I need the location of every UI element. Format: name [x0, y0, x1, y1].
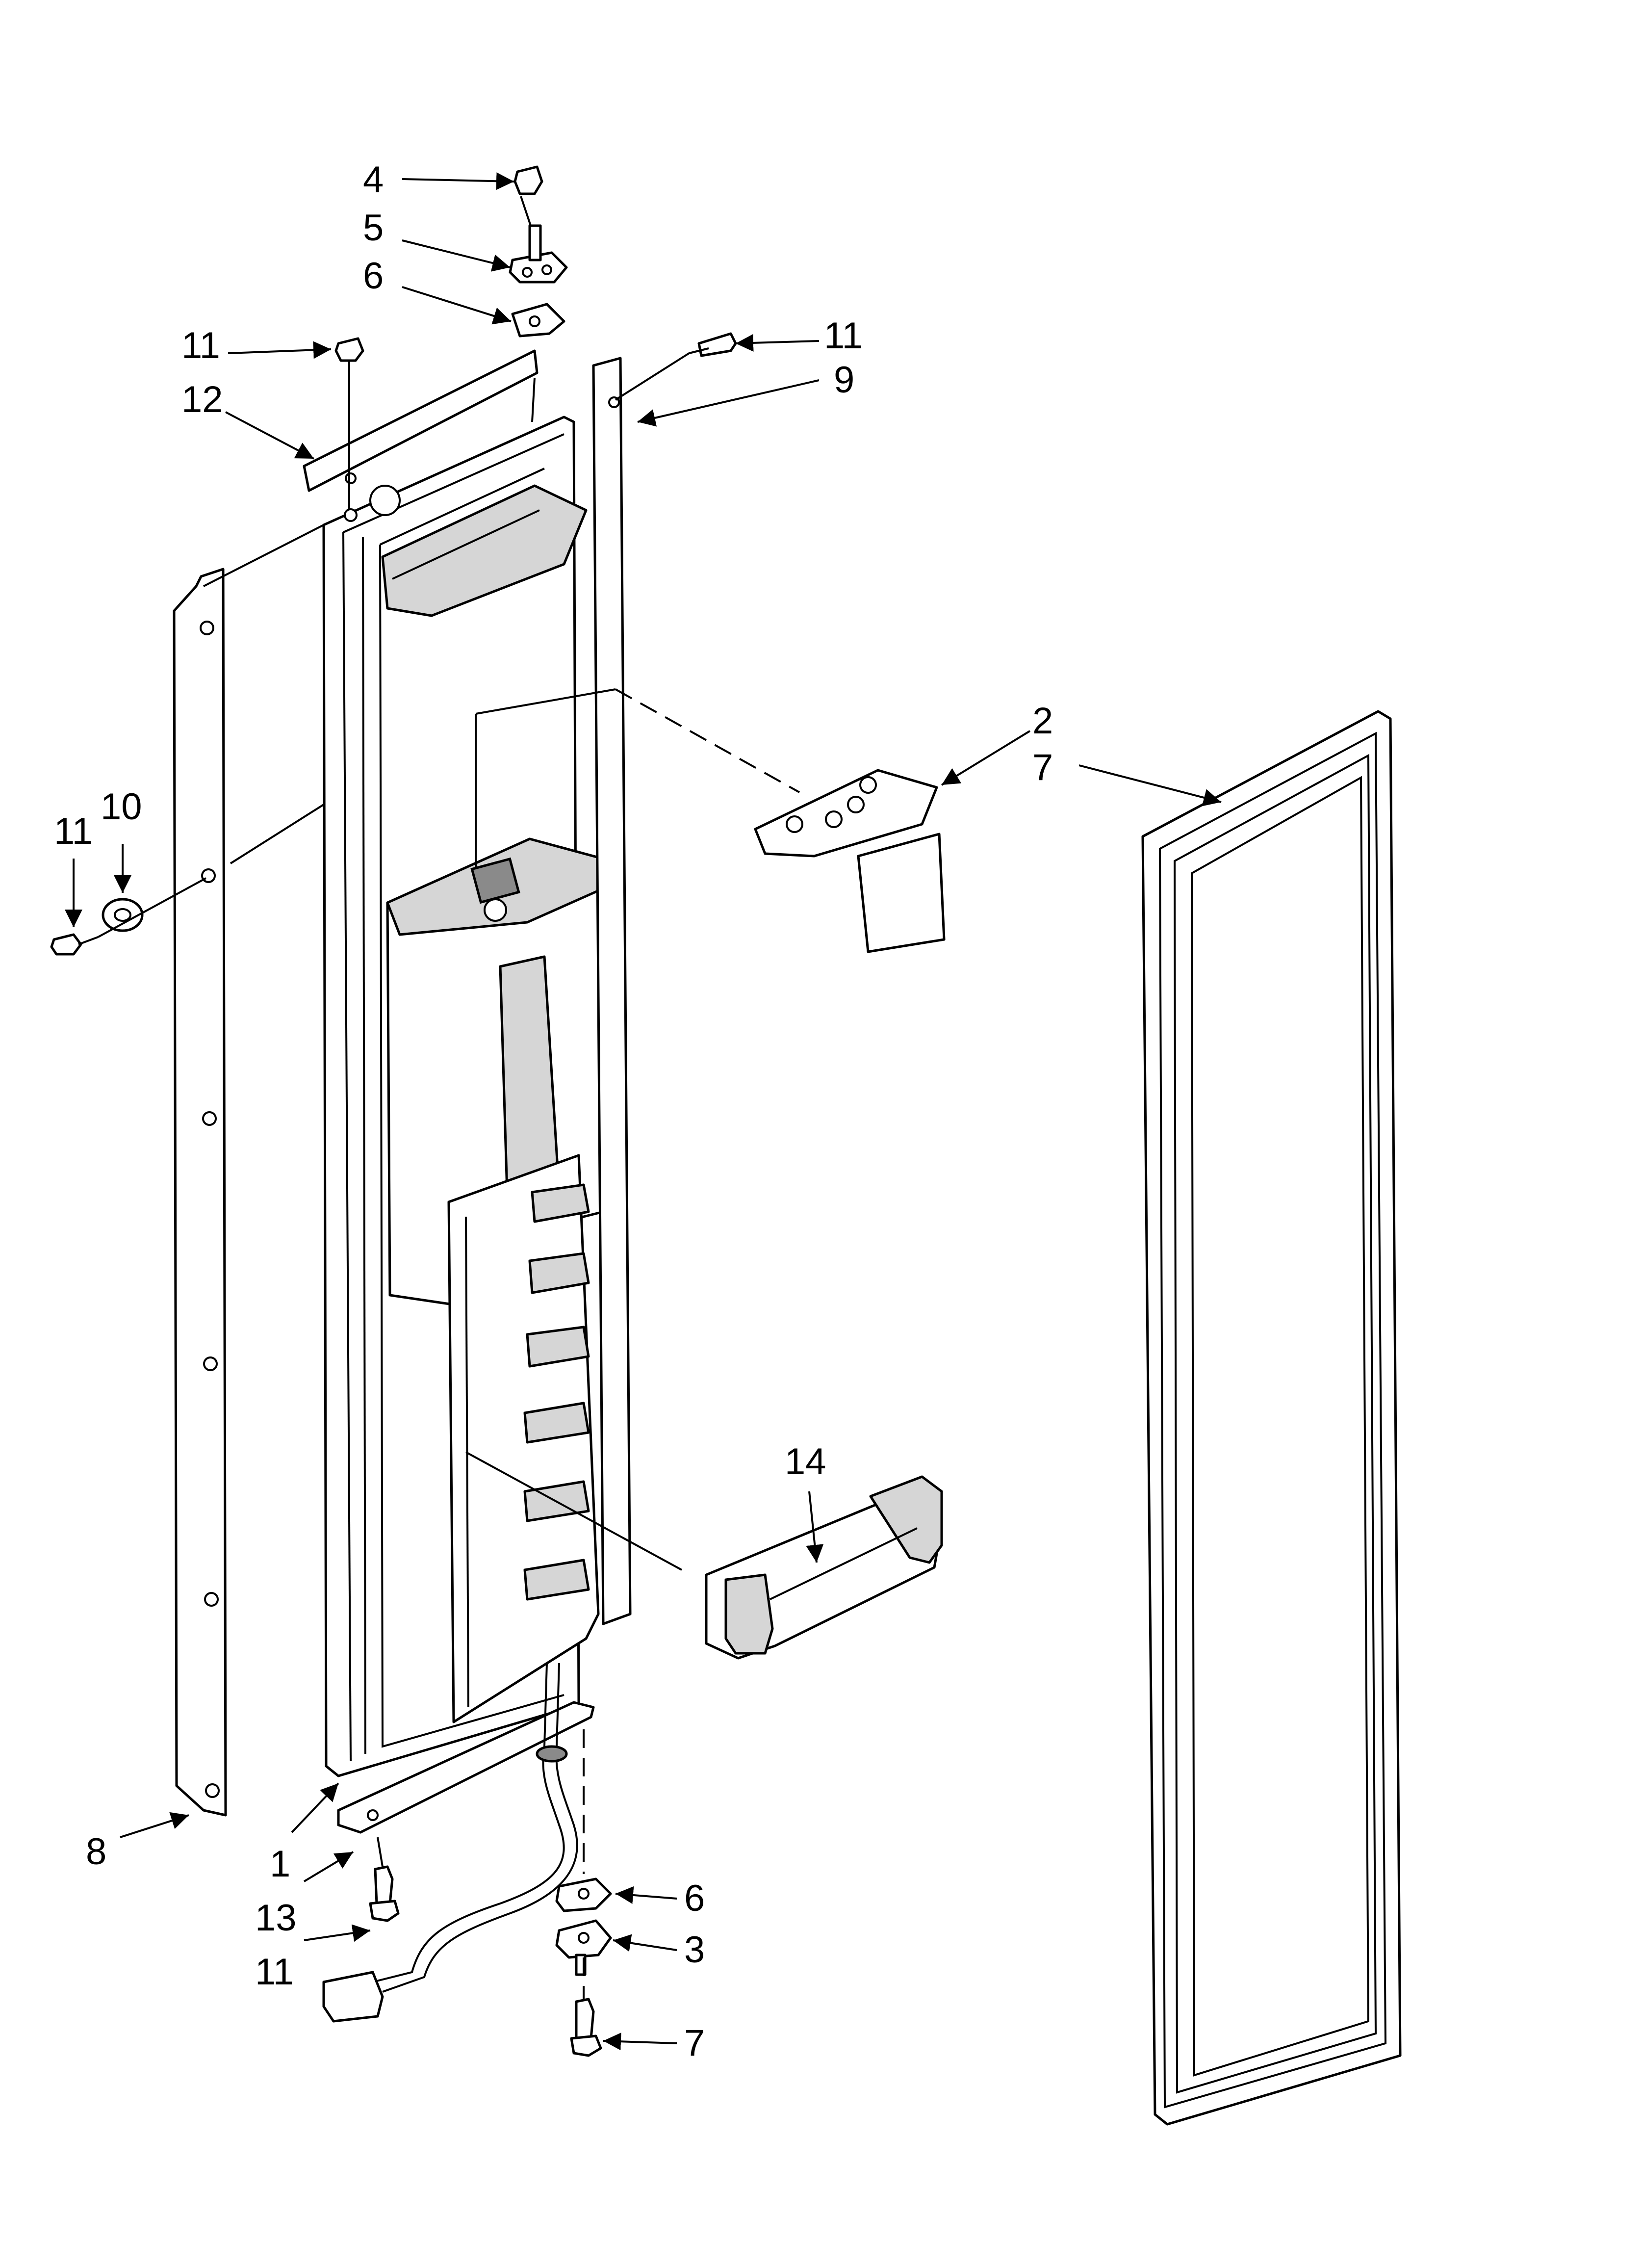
door-gasket-part-7 [1141, 710, 1402, 2126]
bottom-bracket-screw-part-11 [369, 1865, 400, 1922]
callout-11-bottom: 11 [255, 1951, 294, 1993]
top-bracket-screw-part-11 [334, 337, 364, 392]
door-bin-part-14 [705, 1475, 943, 1660]
bottom-hinge-part-3 [555, 1919, 612, 1976]
callout-5: 5 [363, 207, 384, 249]
callout-12: 12 [181, 379, 223, 420]
bottom-hinge-screw-part-7 [570, 1998, 602, 2057]
callout-13: 13 [255, 1897, 297, 1939]
callout-3: 3 [684, 1929, 705, 1971]
bottom-hinge-shim-part-6 [555, 1877, 612, 1912]
callout-4: 4 [363, 159, 384, 201]
top-hinge-shim-part-6 [511, 303, 565, 338]
top-hinge-screw-part-4 [513, 165, 543, 226]
callout-1: 1 [270, 1843, 290, 1885]
rail-screw-part-11 [689, 332, 737, 357]
side-trim-strip-part-8 [173, 568, 227, 1817]
callout-11-left: 11 [54, 810, 93, 852]
bottom-bracket-part-13 [337, 1701, 595, 1834]
door-rail-part-9 [592, 357, 632, 1625]
top-bracket-part-12 [303, 349, 539, 492]
callout-7-right: 7 [1032, 747, 1053, 788]
callout-11-top-left: 11 [181, 325, 220, 366]
callout-11-top-right: 11 [824, 315, 863, 357]
callout-6-top: 6 [363, 255, 384, 297]
callout-2: 2 [1032, 700, 1053, 742]
assembly-lines [98, 352, 800, 1999]
side-screw-part-11 [50, 933, 99, 956]
callout-8: 8 [86, 1831, 106, 1873]
callout-14: 14 [785, 1441, 826, 1483]
callout-leaders [65, 172, 1222, 2051]
hinge-cover-part-2 [754, 769, 946, 953]
top-hinge-part-5 [509, 224, 568, 284]
callout-9: 9 [834, 359, 854, 401]
freezer-door-assembly-part-1 [322, 416, 624, 1777]
wire-harness [322, 1663, 578, 2023]
callout-labels: 4 5 6 11 12 11 9 2 7 10 11 14 8 1 13 11 … [54, 159, 1053, 2064]
callout-6-bottom: 6 [684, 1877, 705, 1919]
callout-10: 10 [101, 786, 142, 828]
callout-7-bottom: 7 [684, 2022, 705, 2064]
washer-part-10 [102, 898, 144, 932]
